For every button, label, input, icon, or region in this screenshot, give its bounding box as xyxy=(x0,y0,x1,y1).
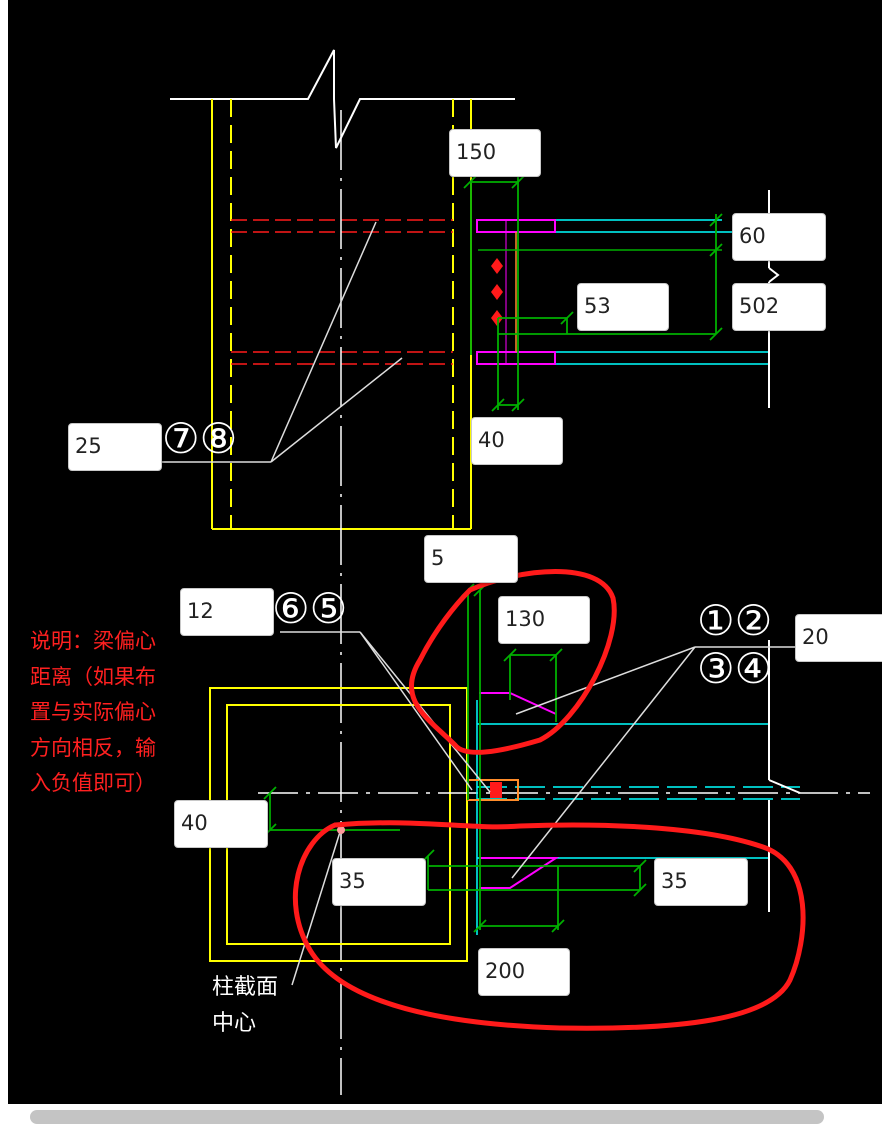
dim-input-5[interactable]: 5 xyxy=(424,535,518,583)
dim-input-40-eccentric[interactable]: 40 xyxy=(174,800,268,848)
dim-input-150[interactable]: 150 xyxy=(449,129,541,177)
top-dimensions xyxy=(463,175,723,412)
dim-input-502[interactable]: 502 xyxy=(732,283,826,331)
dim-input-40-top[interactable]: 40 xyxy=(471,417,563,465)
highlight-marks xyxy=(292,569,806,1031)
bolts xyxy=(491,258,503,326)
dim-input-25[interactable]: 25 xyxy=(68,423,162,471)
dim-input-20[interactable]: 20 xyxy=(795,614,882,662)
scrollbar-thumb[interactable] xyxy=(30,1110,824,1124)
dim-input-60[interactable]: 60 xyxy=(732,213,826,261)
leader-78 xyxy=(160,221,403,463)
marker-6-5: ⑥⑤ xyxy=(272,584,348,633)
bottom-leaders xyxy=(280,631,795,986)
dim-input-200[interactable]: 200 xyxy=(478,948,570,996)
marker-1-2: ①② xyxy=(697,596,773,645)
column-center-label: 柱截面 中心 xyxy=(212,975,279,1036)
cad-drawing xyxy=(160,49,870,1095)
dim-input-130[interactable]: 130 xyxy=(498,596,590,644)
dim-input-35-right[interactable]: 35 xyxy=(654,858,748,906)
marker-3-4: ③④ xyxy=(697,644,773,693)
dim-input-53[interactable]: 53 xyxy=(577,283,669,331)
horizontal-scrollbar[interactable] xyxy=(0,1104,882,1124)
dim-input-35-left[interactable]: 35 xyxy=(332,858,426,906)
eccentricity-note: 说明：梁偏心 距离（如果布 置与实际偏心 方向相反，输 入负值即可） xyxy=(30,629,156,795)
dim-input-12[interactable]: 12 xyxy=(180,588,274,636)
drawing-canvas[interactable]: ⑦⑧ ⑥⑤ ①② ③④ 150 60 502 53 40 25 5 12 130… xyxy=(4,0,882,1104)
marker-7-8: ⑦⑧ xyxy=(162,414,238,463)
break-line xyxy=(170,49,515,149)
canvas-left-border xyxy=(4,0,8,1104)
bottom-beam xyxy=(467,640,801,935)
column-center-point xyxy=(337,826,345,834)
rebar-lines xyxy=(231,219,453,365)
